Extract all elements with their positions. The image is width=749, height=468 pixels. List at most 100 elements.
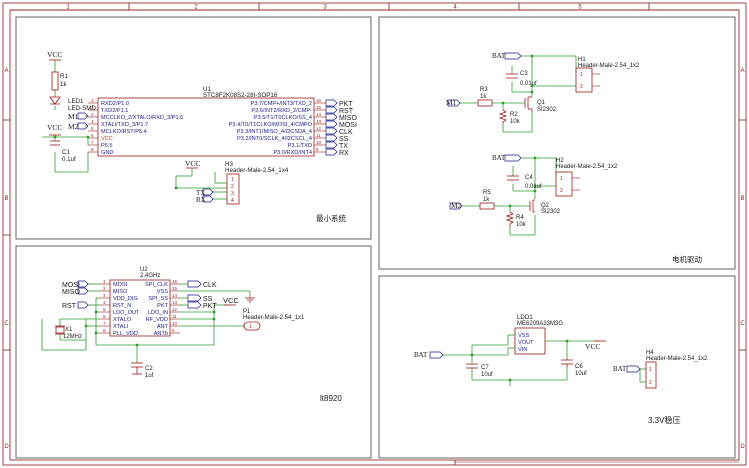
lt-net-rst: RST [62, 303, 77, 310]
svg-text:6: 6 [103, 314, 106, 319]
motor-bat2: BAT [492, 154, 506, 162]
q2-ref: Q2 [541, 203, 550, 209]
svg-text:2: 2 [560, 188, 563, 194]
u2-pin-16: SPI_CLK [145, 282, 168, 288]
r5-ref: R5 [483, 190, 491, 196]
r1-val: 1k [60, 81, 67, 88]
svg-text:12: 12 [172, 307, 178, 312]
row-label-a-right: A [740, 68, 744, 74]
svg-text:3: 3 [91, 112, 94, 117]
u2-pin-9: ANTb [154, 331, 168, 337]
svg-text:7: 7 [103, 321, 106, 326]
ldo-title: 3.3V稳压 [648, 415, 680, 425]
u1-pin-15: P3.6/INT2/RXD_2/CMP- [251, 108, 312, 114]
lt-net-pkt: PKT [203, 303, 217, 310]
svg-text:2: 2 [91, 105, 94, 110]
svg-text:10: 10 [316, 140, 322, 145]
u1-pin-7: P5.5 [101, 143, 113, 149]
ldo1-part: ME6209A33M3G [517, 321, 563, 327]
u1-ref: U1 [203, 86, 211, 93]
led1-val: LED-SMD [68, 105, 96, 112]
motor-m1: M1 [446, 98, 457, 107]
svg-text:3: 3 [103, 293, 106, 298]
lt-net-ss: SS [203, 296, 213, 303]
u1-pin-13: P3.4/T0/T1CLKO/MOSI_4/CMPO [229, 122, 313, 128]
svg-text:13: 13 [172, 300, 178, 305]
row-label-a: A [4, 68, 8, 74]
c2-ref: C2 [145, 366, 153, 372]
motor-circuit [447, 52, 600, 236]
u1-part: STC8F2K08S2-28I-SOP16 [203, 92, 278, 99]
q1-part: SI2302 [537, 107, 557, 113]
u2-ref: U2 [140, 267, 148, 273]
u2-pin-12: LDO_IN [148, 310, 168, 316]
u2-pin-10: ANT [157, 324, 169, 330]
p1-ref: P1 [243, 309, 251, 315]
ldo-circuit [429, 327, 657, 389]
x1-ref: X1 [65, 327, 73, 333]
svg-text:1: 1 [103, 279, 106, 284]
row-label-d: D [4, 444, 9, 450]
row-label-b: B [4, 196, 8, 202]
svg-text:1: 1 [231, 177, 234, 183]
svg-text:15: 15 [172, 286, 178, 291]
lt-vcc: VCC [223, 296, 239, 305]
min-system-text: VCC R1 1k LED1 LED-SMD VCC C1 0.1uf M1 M… [47, 50, 357, 223]
svg-text:3: 3 [231, 191, 234, 197]
panel-min-system [15, 16, 372, 240]
c4-val: 0.01uf [525, 184, 542, 190]
ldo1-ref: LDO1 [517, 315, 533, 321]
svg-text:4: 4 [231, 198, 234, 204]
svg-text:1: 1 [91, 98, 94, 103]
frame-row-labels: A B C D A B C D [4, 68, 745, 450]
c1-val: 0.1uf [62, 156, 76, 163]
led1-body [49, 96, 61, 105]
r3-ref: R3 [480, 87, 488, 93]
lt8920-circuit [41, 279, 261, 375]
h1-body [575, 67, 593, 93]
c6-ref: C6 [575, 364, 583, 370]
svg-text:2: 2 [580, 84, 583, 90]
svg-text:10: 10 [172, 321, 178, 326]
u2-pin-4: RST_N [113, 303, 131, 309]
u2-pin-1: MOSI [113, 282, 128, 288]
u1-pin-9: P3.0/RXD/INT4 [273, 150, 312, 156]
h3-part: Header-Male-2.54_1x4 [225, 167, 289, 174]
svg-text:2: 2 [649, 380, 652, 386]
net-rst: RST [339, 108, 354, 115]
panel-lt8920 [15, 245, 372, 459]
vcc2-label: VCC [47, 123, 62, 132]
net-mosi: MOSI [339, 122, 357, 129]
h3-rx: RX [196, 196, 206, 204]
u2-body [109, 279, 171, 337]
ldo1-pin-vout: VOUT [518, 340, 534, 346]
u1-pin-5: MCLKO/RST/P5.4 [101, 129, 147, 135]
r4-body [505, 211, 515, 227]
c7-ref: C7 [481, 365, 489, 371]
r1-ref: R1 [60, 73, 68, 80]
svg-text:1: 1 [580, 72, 583, 78]
u1-pin-3: MCCLKO_2/XTALO/RXD_3/P1.6 [101, 115, 183, 121]
u1-pin-6: VCC [101, 136, 113, 142]
r3-val: 1k [480, 94, 487, 100]
motor-m2: M2 [451, 201, 462, 210]
u2-pin-11: RF_VDD [146, 317, 168, 323]
c1-ref: C1 [62, 149, 70, 156]
h3-tx: TX [196, 189, 205, 197]
svg-text:13: 13 [316, 119, 322, 124]
u2-part: 2.4GHz [140, 273, 160, 279]
svg-text:9: 9 [172, 328, 175, 333]
u1-pin-1: RXD2/P1.0 [101, 101, 129, 107]
svg-text:15: 15 [316, 105, 322, 110]
min-system-title: 最小系统 [316, 213, 346, 223]
u2-pin-3: VDD_DIG [113, 296, 138, 302]
svg-text:16: 16 [316, 98, 322, 103]
h2-body [555, 171, 573, 197]
m2-net: M2 [68, 122, 79, 131]
r5-body [479, 202, 495, 210]
q2-part: SI2302 [541, 209, 561, 215]
panel-motor-driver [378, 16, 736, 270]
svg-text:9: 9 [316, 147, 319, 152]
lt-net-mosi: MOSI [62, 282, 80, 289]
